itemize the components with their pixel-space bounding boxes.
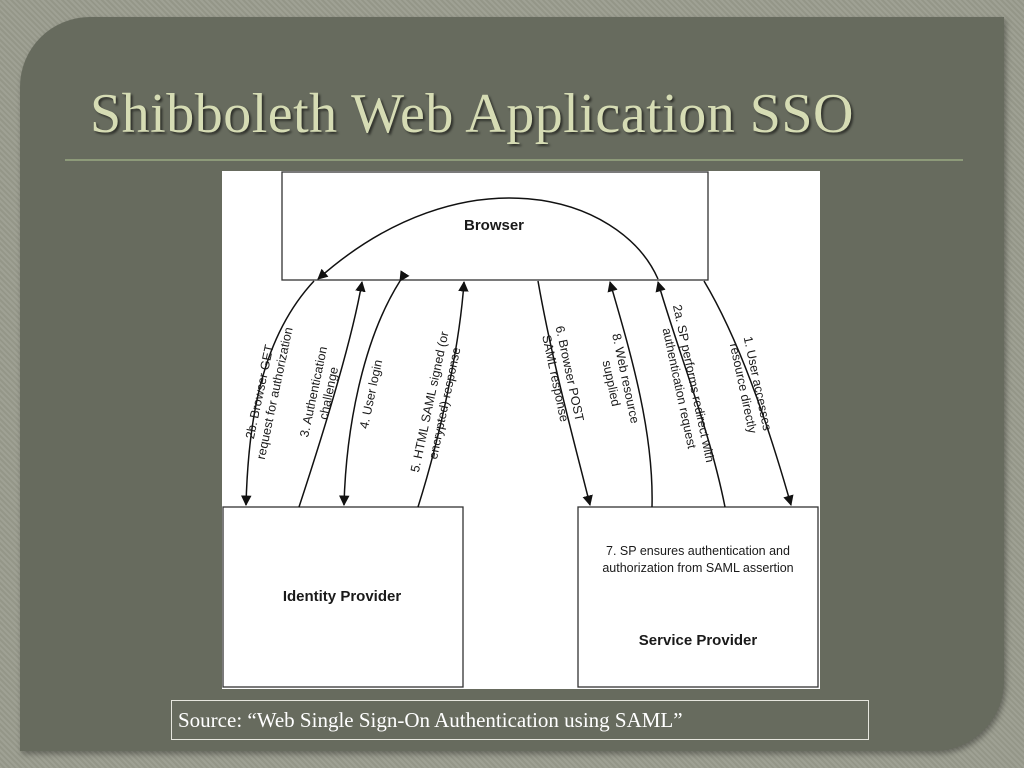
service-provider-box bbox=[577, 506, 819, 688]
edge-5-label: 5. HTML SAML signed (or encrypted) respo… bbox=[408, 327, 467, 477]
edge-2b-arrow bbox=[241, 280, 315, 507]
service-provider-label: Service Provider bbox=[639, 632, 758, 649]
sso-flow-diagram: Browser Identity Provider Service Provid… bbox=[222, 171, 820, 689]
edge-4-label: 4. User login bbox=[357, 358, 385, 430]
edge-6-arrow bbox=[537, 280, 593, 507]
browser-box bbox=[281, 171, 709, 281]
edge-2a-label: 2a. SP performs redirect with authentica… bbox=[655, 303, 718, 470]
sp-note-line-1: 7. SP ensures authentication and bbox=[606, 544, 790, 558]
edge-4-line-1: 4. User login bbox=[357, 358, 385, 430]
browser-label: Browser bbox=[464, 217, 524, 234]
redirect-arc bbox=[317, 197, 659, 280]
edge-5-arrow bbox=[417, 280, 469, 508]
identity-provider-box bbox=[222, 506, 464, 688]
identity-provider-label: Identity Provider bbox=[283, 588, 402, 605]
sp-note-line-2: authorization from SAML assertion bbox=[602, 561, 793, 575]
edge-1-arrow bbox=[703, 280, 794, 507]
slide-title: Shibboleth Web Application SSO bbox=[90, 83, 854, 145]
edge-4-arrow bbox=[339, 270, 410, 507]
title-divider bbox=[65, 159, 963, 161]
edge-8-label: 8. Web resource supplied bbox=[595, 332, 643, 431]
edge-1-label: 1. User accesses resource directly bbox=[726, 335, 775, 438]
source-citation: Source: “Web Single Sign-On Authenticati… bbox=[171, 700, 869, 740]
edge-2a-arrow bbox=[655, 280, 726, 508]
edge-2b-label: 2b. Browser GET request for authorizatio… bbox=[239, 323, 295, 461]
edge-8-arrow bbox=[607, 280, 653, 508]
edge-3-label: 3. Authentication challenge bbox=[297, 342, 345, 442]
edge-6-label: 6. Browser POST SAML response bbox=[538, 325, 587, 429]
